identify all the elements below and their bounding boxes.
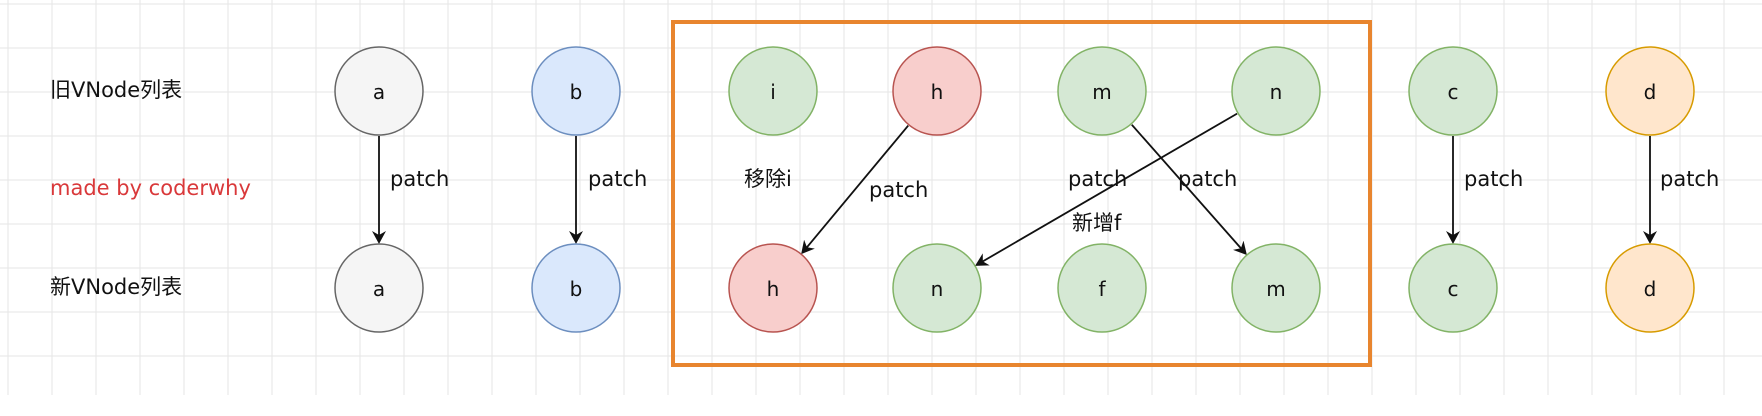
new-list-label: 新VNode列表 [50,275,182,299]
old-node-circle [1231,46,1321,136]
edge-m-to-m [1131,124,1247,256]
edge-label-remove-i: 移除i [744,167,792,191]
edge-h-to-h [801,125,909,255]
old-node-b: b [531,46,621,136]
old-node-label: n [1270,80,1283,104]
new-node-label: f [1098,277,1106,301]
old-node-label: i [770,80,776,104]
old-node-circle [531,46,621,136]
old-node-label: m [1092,80,1111,104]
new-node-label: a [373,277,385,301]
old-node-circle [1408,46,1498,136]
new-node-f: f [1057,243,1147,333]
old-node-circle [1605,46,1695,136]
watermark-text: made by coderwhy [50,176,251,200]
new-node-circle [1408,243,1498,333]
edge-label-a: patch [390,167,449,191]
edge-label-m: patch [1178,167,1237,191]
edges [372,112,1657,266]
nodes: a b i h m n c d a b h n f m c d [334,46,1695,333]
edge-label-c: patch [1464,167,1523,191]
edge-label-add-f: 新增f [1072,211,1122,235]
new-node-circle [1231,243,1321,333]
edge-label-d: patch [1660,167,1719,191]
edge-n-to-n [975,112,1238,266]
new-node-d: d [1605,243,1695,333]
old-node-m: m [1057,46,1147,136]
new-node-circle [334,243,424,333]
new-node-label: m [1266,277,1285,301]
edge-label-m-mid: patch [1068,167,1127,191]
edge-label-b: patch [588,167,647,191]
old-node-circle [892,46,982,136]
old-node-label: h [931,80,944,104]
new-node-n: n [892,243,982,333]
new-node-label: c [1448,277,1459,301]
old-node-label: b [570,80,583,104]
old-node-c: c [1408,46,1498,136]
new-node-label: h [767,277,780,301]
new-node-b: b [531,243,621,333]
new-node-m: m [1231,243,1321,333]
new-node-circle [531,243,621,333]
old-node-a: a [334,46,424,136]
old-node-circle [1057,46,1147,136]
old-list-label: 旧VNode列表 [50,78,182,102]
new-node-label: n [931,277,944,301]
new-node-h: h [728,243,818,333]
old-node-circle [728,46,818,136]
new-node-label: b [570,277,583,301]
old-node-d: d [1605,46,1695,136]
old-node-label: a [373,80,385,104]
old-node-circle [334,46,424,136]
new-node-label: d [1644,277,1657,301]
new-node-c: c [1408,243,1498,333]
new-node-circle [1605,243,1695,333]
old-node-n: n [1231,46,1321,136]
new-node-circle [892,243,982,333]
old-node-label: d [1644,80,1657,104]
highlight-frame [671,20,1372,367]
old-node-h: h [892,46,982,136]
new-node-circle [1057,243,1147,333]
old-node-i: i [728,46,818,136]
old-node-label: c [1448,80,1459,104]
edge-label-h: patch [869,178,928,202]
new-node-circle [728,243,818,333]
new-node-a: a [334,243,424,333]
